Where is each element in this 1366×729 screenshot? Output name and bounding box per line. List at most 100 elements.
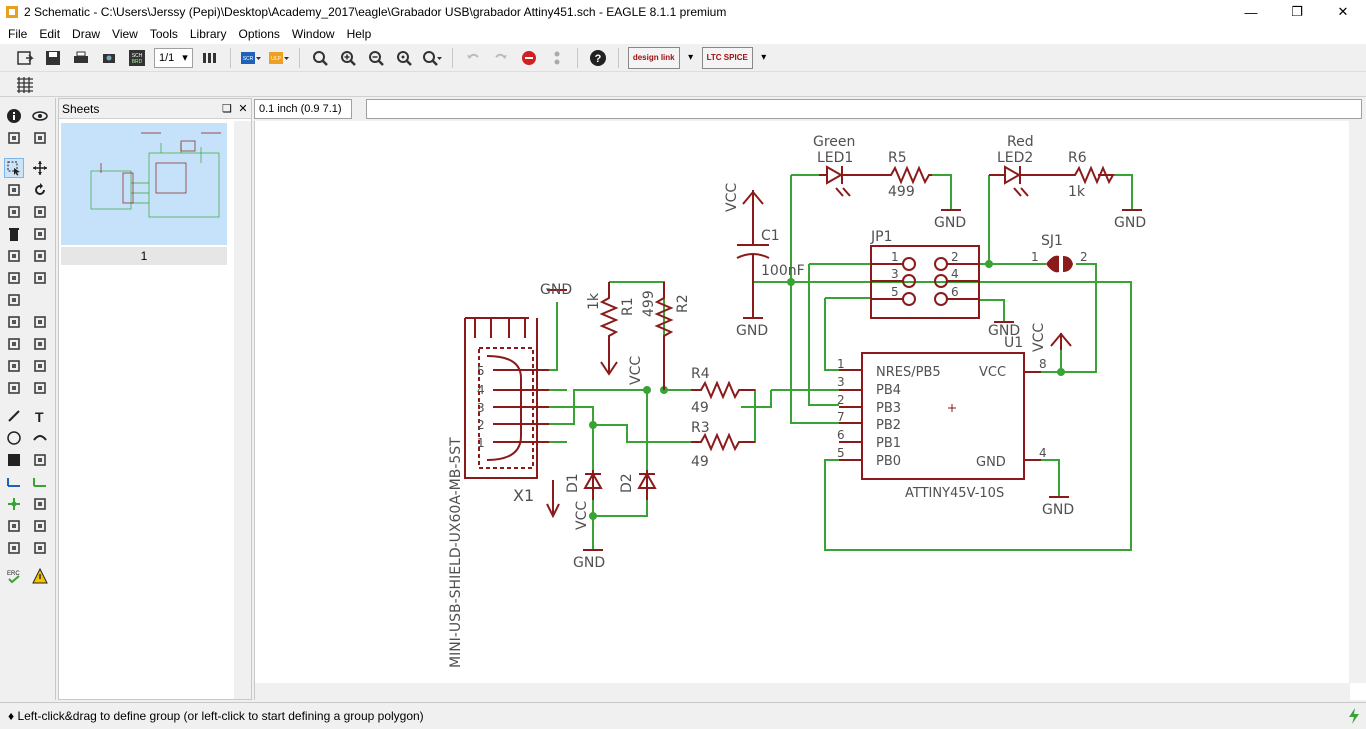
- net-icon[interactable]: [30, 472, 50, 492]
- zoom-select-icon[interactable]: [421, 47, 443, 69]
- parameter-toolbar: [0, 73, 1366, 97]
- menu-file[interactable]: File: [8, 27, 28, 41]
- menu-help[interactable]: Help: [346, 27, 372, 41]
- save-icon[interactable]: [42, 47, 64, 69]
- zoom-out-icon[interactable]: [365, 47, 387, 69]
- open-icon[interactable]: [14, 47, 36, 69]
- canvas-vertical-scrollbar[interactable]: [1349, 121, 1366, 683]
- menu-draw[interactable]: Draw: [72, 27, 101, 41]
- label-usb3: 3: [477, 401, 485, 415]
- label-r3: R3: [691, 420, 710, 436]
- info-icon[interactable]: [4, 106, 24, 126]
- chevron-down-icon[interactable]: ▾: [761, 52, 767, 63]
- sheet-select[interactable]: 1/1▾: [154, 47, 193, 68]
- chevron-down-icon[interactable]: ▾: [688, 52, 694, 63]
- label-r2-val: 499: [641, 290, 657, 317]
- group-select-icon[interactable]: [4, 158, 24, 178]
- wire: [824, 297, 871, 371]
- stop-icon[interactable]: [518, 47, 540, 69]
- arc-icon[interactable]: [30, 428, 50, 448]
- invoke-icon[interactable]: [4, 290, 24, 310]
- zoom-fit-icon[interactable]: [309, 47, 331, 69]
- label-icon[interactable]: [30, 494, 50, 514]
- junction-icon[interactable]: [4, 494, 24, 514]
- cam-icon[interactable]: [98, 47, 120, 69]
- bus-icon[interactable]: [4, 472, 24, 492]
- menu-tools[interactable]: Tools: [149, 27, 178, 41]
- module-icon[interactable]: [30, 538, 50, 558]
- show-icon[interactable]: [30, 106, 50, 126]
- attribute-icon[interactable]: [4, 516, 24, 536]
- display-layers-icon[interactable]: [4, 128, 24, 148]
- line-icon[interactable]: [4, 406, 24, 426]
- run-ulp-icon[interactable]: ULP: [268, 47, 290, 69]
- menu-library[interactable]: Library: [189, 27, 227, 41]
- go-icon[interactable]: [546, 47, 568, 69]
- help-icon[interactable]: ?: [587, 47, 609, 69]
- polygon-icon[interactable]: [30, 450, 50, 470]
- gateswap-icon[interactable]: [4, 268, 24, 288]
- bus-break-icon[interactable]: [30, 378, 50, 398]
- label-gnd-u1: GND: [1042, 502, 1074, 518]
- rectangle-icon[interactable]: [4, 450, 24, 470]
- schematic-drawing[interactable]: Green LED1 R5 499 GND Red LED2 R6 1k GND…: [255, 121, 1366, 700]
- menu-window[interactable]: Window: [291, 27, 335, 41]
- designlink-button[interactable]: design link: [627, 46, 680, 69]
- menu-edit[interactable]: Edit: [39, 27, 61, 41]
- sheet-thumbnail[interactable]: [61, 123, 227, 245]
- maximize-button[interactable]: ❐: [1291, 4, 1303, 19]
- sheets-scrollbar[interactable]: [234, 121, 251, 699]
- ulp-icon[interactable]: [199, 47, 221, 69]
- smash-icon[interactable]: [4, 334, 24, 354]
- delete-icon[interactable]: [4, 224, 24, 244]
- value-icon[interactable]: [30, 312, 50, 332]
- close-button[interactable]: ✕: [1337, 4, 1349, 19]
- replace-icon[interactable]: [30, 246, 50, 266]
- wire: [741, 389, 756, 443]
- window-title: 2 Schematic - C:\Users\Jerssy (Pepi)\Des…: [24, 5, 727, 19]
- text-icon[interactable]: T: [30, 406, 50, 426]
- float-panel-icon[interactable]: ❏: [222, 103, 232, 115]
- label-r3-val: 49: [691, 454, 709, 470]
- script-icon[interactable]: SCR: [240, 47, 262, 69]
- minimize-button[interactable]: —: [1244, 4, 1258, 20]
- grid-icon[interactable]: [14, 74, 36, 96]
- net-break-icon[interactable]: [4, 378, 24, 398]
- label-r4: R4: [691, 366, 710, 382]
- warning-icon[interactable]: [30, 566, 50, 586]
- mark-icon[interactable]: [30, 128, 50, 148]
- zoom-redraw-icon[interactable]: [393, 47, 415, 69]
- mirror-icon[interactable]: [4, 180, 24, 200]
- dimension-icon[interactable]: [30, 516, 50, 536]
- zoom-in-icon[interactable]: [337, 47, 359, 69]
- copy-icon[interactable]: [4, 202, 24, 222]
- optimize-icon[interactable]: [30, 356, 50, 376]
- lightning-icon[interactable]: [1342, 707, 1366, 725]
- wrench-icon[interactable]: [30, 224, 50, 244]
- add-part-icon[interactable]: [4, 246, 24, 266]
- vcc-c1-symbol: [742, 190, 764, 208]
- print-icon[interactable]: [70, 47, 92, 69]
- pinswap-icon[interactable]: [30, 268, 50, 288]
- rotate-icon[interactable]: [30, 180, 50, 200]
- move-icon[interactable]: [30, 158, 50, 178]
- frame-icon[interactable]: [4, 538, 24, 558]
- schematic-canvas[interactable]: Green LED1 R5 499 GND Red LED2 R6 1k GND…: [254, 121, 1366, 700]
- circle-icon[interactable]: [4, 428, 24, 448]
- redo-icon[interactable]: [490, 47, 512, 69]
- status-bar: ♦ Left-click&drag to define group (or le…: [0, 702, 1366, 729]
- canvas-horizontal-scrollbar[interactable]: [255, 683, 1350, 700]
- paste-icon[interactable]: [30, 202, 50, 222]
- erc-icon[interactable]: ERC: [4, 566, 24, 586]
- ltspice-button[interactable]: LTC SPICE: [701, 46, 753, 69]
- menu-options[interactable]: Options: [238, 27, 280, 41]
- miter-icon[interactable]: [30, 334, 50, 354]
- split-icon[interactable]: [4, 356, 24, 376]
- command-input[interactable]: [366, 99, 1362, 119]
- label-pin8: 8: [1039, 357, 1047, 371]
- close-panel-icon[interactable]: ✕: [238, 103, 248, 115]
- name-icon[interactable]: [4, 312, 24, 332]
- undo-icon[interactable]: [462, 47, 484, 69]
- menu-view[interactable]: View: [112, 27, 138, 41]
